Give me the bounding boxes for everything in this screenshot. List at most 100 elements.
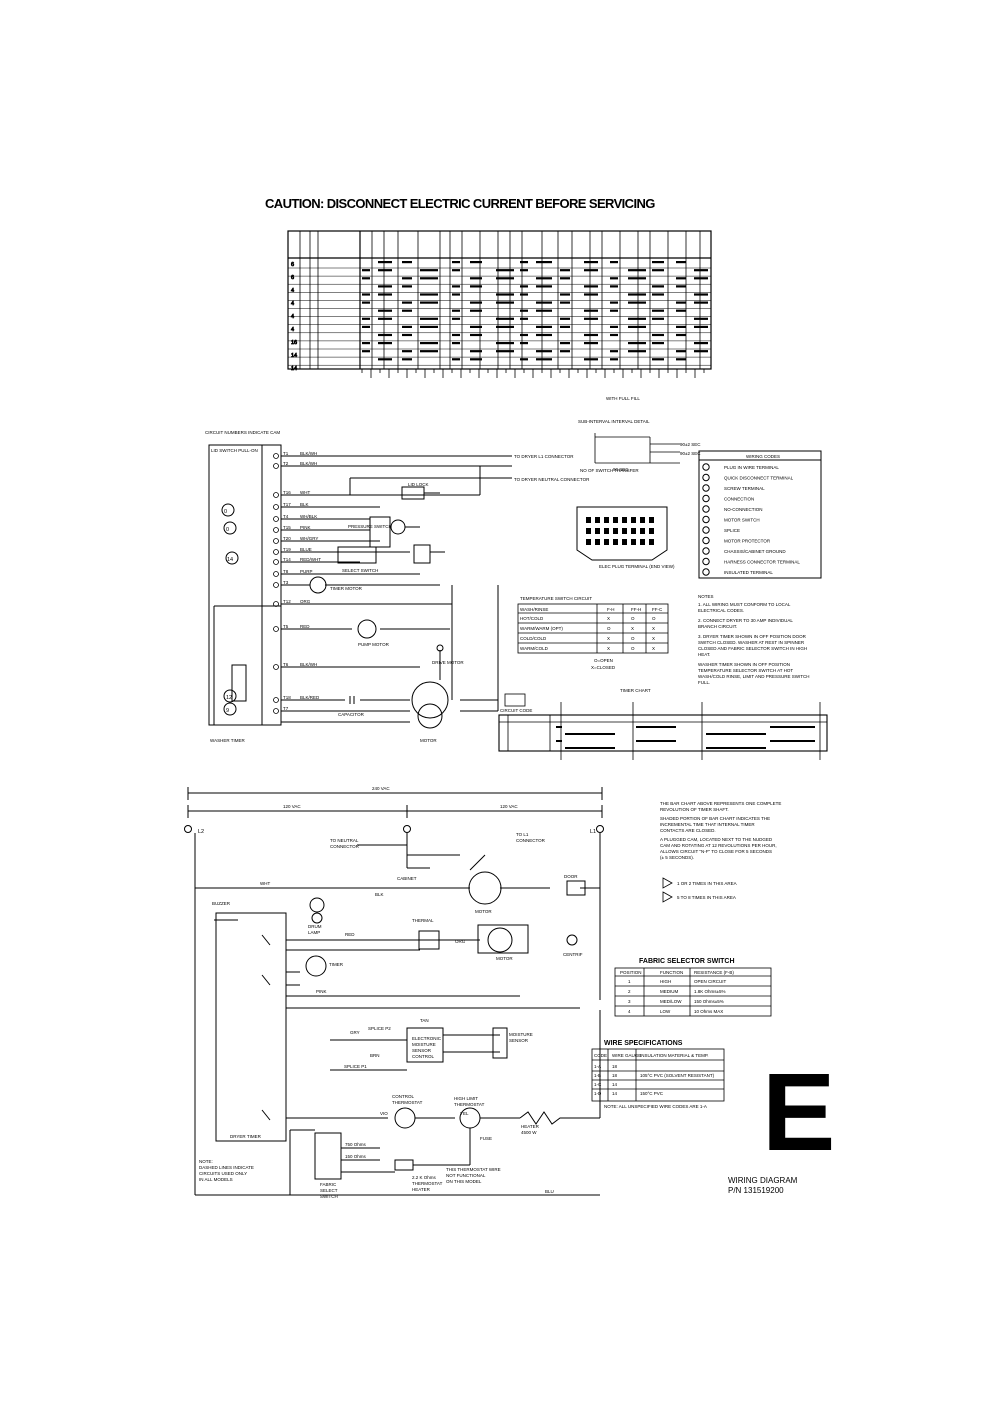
chart-note-line: (± 5 SECONDS).	[660, 855, 694, 860]
temp-table-cell: X	[607, 616, 610, 621]
terminal-icon	[273, 664, 279, 670]
fabric-selector-table	[614, 967, 772, 1017]
centrifugal-switch-label: CENTRIF	[563, 952, 583, 957]
lid-switch-label: LID SWITCH PULL-ON	[211, 448, 258, 453]
wire-table-cell: 150°C PVC	[640, 1091, 664, 1096]
plug-pin	[631, 539, 636, 545]
chart-bar	[584, 358, 598, 361]
chart-bar	[536, 325, 552, 328]
chart-bar	[584, 333, 598, 337]
chart-bar	[470, 350, 482, 353]
terminal-label: T6	[283, 662, 289, 667]
wire-color-label: BLK/WH	[300, 662, 317, 667]
dryer-timer-chart	[498, 693, 828, 760]
chart-bar	[610, 309, 618, 312]
terminal-label: T4	[283, 514, 289, 519]
chart-bar	[628, 301, 646, 304]
dryer-note: NOTE:	[199, 1159, 213, 1164]
fabric-table-header: FUNCTION	[660, 970, 683, 975]
terminal-icon	[273, 697, 279, 703]
terminal-icon	[273, 516, 279, 522]
fabric-table-cell: 3	[628, 999, 631, 1004]
chart-bar	[610, 333, 618, 337]
chart-bar	[628, 269, 646, 272]
chart-bar	[362, 293, 370, 296]
chart-bar	[520, 269, 528, 272]
chart-bar	[536, 285, 552, 288]
bias-heater-label: HEATER	[412, 1187, 431, 1192]
sub-interval-label-4: NO OF SWITCH TRANSFER	[580, 468, 639, 473]
chart-bar	[452, 269, 460, 272]
dryer-wire-label: YEL	[460, 1111, 469, 1116]
note-line: HEAT.	[698, 652, 710, 657]
chart-bar	[470, 261, 482, 264]
chart-bar	[496, 325, 514, 328]
terminal-icon	[273, 601, 279, 607]
chart-bar	[560, 269, 570, 272]
lid-lock-label: LID LOCK	[408, 482, 429, 487]
wiring-code-symbol-icon	[702, 515, 710, 524]
chart-note-line: CAM AND ROTATING AT 12 REVOLUTIONS PER H…	[660, 843, 777, 848]
plug-pin	[586, 539, 591, 545]
chart-bar	[694, 269, 708, 272]
plug-pin	[631, 528, 636, 534]
chart-bar	[676, 325, 686, 328]
chart-bar	[628, 277, 646, 280]
chart-bar	[652, 269, 664, 272]
fabric-table-cell: 4	[628, 1009, 631, 1014]
chart-bar	[470, 277, 482, 280]
terminal-label: T19	[283, 547, 291, 552]
chart-bar	[536, 358, 552, 361]
chart-note-line: CONTACTS ARE CLOSED.	[660, 828, 716, 833]
circuit-number: 14	[227, 557, 233, 563]
chart-bar	[470, 358, 482, 361]
circuit-number: 0	[224, 509, 227, 515]
chart-bar	[420, 277, 438, 280]
chart-bar	[496, 317, 514, 320]
chart-bar	[378, 342, 392, 345]
chart-bar	[676, 261, 686, 264]
plug-pin	[604, 517, 609, 523]
plug-pin	[640, 528, 645, 534]
to-l1-label: TO L1	[516, 832, 529, 837]
chart-bar	[402, 301, 412, 304]
terminal-label: T8	[283, 569, 289, 574]
temp-table-header: FF-H	[631, 607, 641, 612]
terminal-label: T2	[283, 461, 289, 466]
chart-bar	[536, 333, 552, 337]
chart-bar	[636, 740, 676, 742]
circuit-number: 12	[226, 695, 232, 701]
chart-bar	[652, 317, 664, 320]
chart-bar	[584, 269, 598, 272]
chart-bar	[470, 333, 482, 337]
chart-bar	[378, 309, 392, 312]
dryer-wire-label: GRY	[350, 1030, 360, 1035]
chart-bar	[520, 293, 528, 296]
moisture-control-label: MOISTURE	[412, 1042, 436, 1047]
chart-bar	[560, 301, 570, 304]
fabric-select-switch-label: SELECT	[320, 1188, 338, 1193]
high-limit-note: ON THIS MODEL	[446, 1179, 482, 1184]
component-label: TIMER MOTOR	[330, 586, 363, 591]
dryer-chart-header: TIMER CHART	[620, 688, 651, 693]
wire-color-label: WHT	[300, 490, 310, 495]
wire-color-label: BLK/WH	[300, 461, 317, 466]
chart-note-line: INCREMENTAL TIME THAT INTERNAL TIMER	[660, 822, 755, 827]
plug-pin	[622, 517, 627, 523]
chart-bar	[452, 333, 460, 337]
wiring-code-item: NO-CONNECTION	[724, 507, 763, 512]
fabric-selector-title: FABRIC SELECTOR SWITCH	[639, 958, 735, 965]
sub-interval-label-3: 90 SEC	[613, 467, 629, 472]
terminal-icon	[273, 626, 279, 632]
terminal-label: T14	[283, 557, 291, 562]
terminal-label: T7	[283, 706, 289, 711]
sub-interval-label-2: 90±2 SEC	[680, 451, 701, 456]
splice-label-2: SPLICE P2	[368, 1026, 391, 1031]
plug-pin	[613, 539, 618, 545]
plug-end-view	[576, 506, 668, 561]
dryer-wire-label: BLK	[375, 892, 384, 897]
dryer-note: DASHED LINES INDICATE	[199, 1165, 254, 1170]
to-dryer-l1-label: TO DRYER L1 CONNECTOR	[514, 454, 574, 459]
wiring-code-symbol-icon	[702, 494, 710, 503]
chart-bar	[628, 317, 646, 320]
